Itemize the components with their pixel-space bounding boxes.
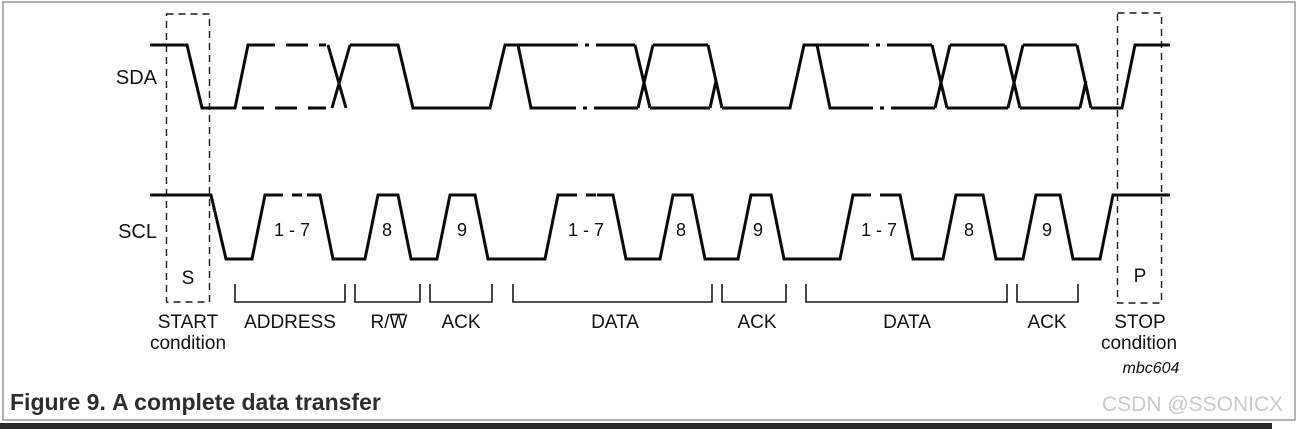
clock-label-9-a: 9	[457, 220, 467, 240]
watermark-text: CSDN @SSONICX	[1102, 393, 1283, 416]
phase-start-sub: condition	[150, 333, 226, 354]
stop-condition-box	[1116, 12, 1163, 304]
phase-stop-label: STOP	[1114, 312, 1165, 333]
clock-label-1-7-c: 1 - 7	[861, 220, 897, 240]
clock-label-9-c: 9	[1042, 220, 1052, 240]
clock-label-8-a: 8	[382, 220, 392, 240]
clock-label-8-c: 8	[964, 220, 974, 240]
phase-stop-sub: condition	[1101, 333, 1177, 354]
sda-waveform-break-marks	[565, 43, 895, 110]
scl-signal-label: SCL	[118, 221, 157, 243]
clock-label-1-7-b: 1 - 7	[568, 220, 604, 240]
start-condition-box	[165, 13, 211, 303]
phase-address-label: ADDRESS	[244, 312, 336, 333]
phase-ack1-label: ACK	[441, 312, 480, 333]
phase-ack2-label: ACK	[737, 312, 776, 333]
phase-rw-label: R/W	[371, 312, 408, 333]
sda-waveform-dashed-rails	[242, 43, 326, 110]
bottom-divider	[0, 423, 1272, 429]
figure-caption-label: Figure 9.	[10, 389, 106, 415]
phase-start-label: START	[158, 312, 219, 333]
figure-border	[2, 1, 1296, 421]
phase-brackets	[234, 284, 1079, 303]
phase-ack3-label: ACK	[1027, 312, 1066, 333]
stop-marker: P	[1134, 266, 1147, 287]
sda-waveform	[150, 43, 1170, 110]
start-marker: S	[182, 268, 195, 289]
phase-data2-label: DATA	[883, 312, 931, 333]
figure-caption-title: A complete data transfer	[112, 389, 381, 415]
phase-data1-label: DATA	[591, 312, 639, 333]
clock-label-9-b: 9	[753, 220, 763, 240]
clock-label-8-b: 8	[676, 220, 686, 240]
clock-label-1-7-a: 1 - 7	[274, 220, 310, 240]
figure-ref-code: mbc604	[1123, 360, 1180, 377]
scl-waveform	[150, 193, 1170, 261]
sda-signal-label: SDA	[116, 67, 158, 89]
